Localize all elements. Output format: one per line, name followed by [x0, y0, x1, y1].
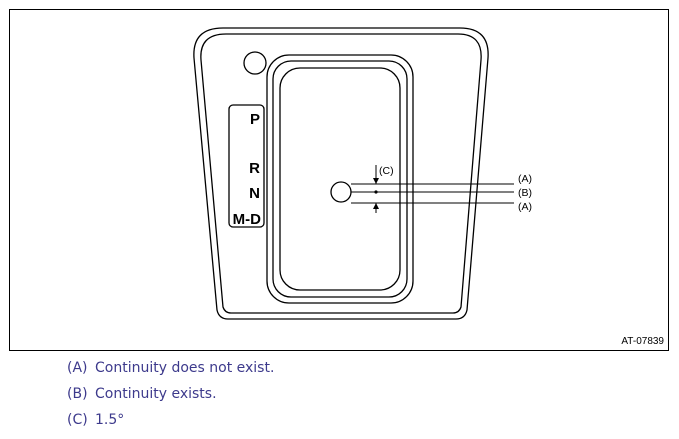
outer-bezel [193, 27, 489, 320]
callout-a-lower: (A) [518, 201, 532, 213]
legend-key: (C) [67, 412, 88, 428]
legend-item: (A) Continuity does not exist. [67, 360, 274, 386]
legend-key: (A) [67, 360, 88, 376]
callout-c: (C) [379, 165, 394, 177]
legend-text: 1.5° [95, 412, 125, 428]
gear-label-p: P [250, 111, 260, 128]
legend-key: (B) [67, 386, 88, 402]
legend-list: (A) Continuity does not exist. (B) Conti… [67, 360, 274, 438]
shift-lever-diagram: P R N M-D (C) (A) (B) (A) [193, 27, 532, 320]
legend-item: (B) Continuity exists. [67, 386, 274, 412]
center-dot [374, 190, 378, 194]
outer-bezel-inner [200, 33, 482, 314]
indicator-lamp [243, 51, 267, 75]
legend-text: Continuity exists. [95, 386, 217, 402]
figure-frame: P R N M-D (C) (A) (B) (A) AT-07839 [9, 9, 669, 351]
gear-label-md: M-D [233, 211, 261, 228]
gear-label-n: N [249, 185, 260, 202]
legend-item: (C) 1.5° [67, 412, 274, 438]
selector-slot-inner [279, 67, 401, 291]
callout-a-upper: (A) [518, 173, 532, 185]
callout-b: (B) [518, 187, 532, 199]
gear-label-r: R [249, 160, 260, 177]
figure-id: AT-07839 [621, 336, 664, 347]
gear-indicator-panel [228, 104, 265, 228]
selector-slot-outer [266, 54, 414, 304]
dimension-arrow-down [373, 178, 379, 184]
selector-slot-middle [272, 60, 408, 298]
legend-text: Continuity does not exist. [95, 360, 275, 376]
dimension-arrow-up [373, 203, 379, 209]
lever-pivot-circle [330, 181, 352, 203]
